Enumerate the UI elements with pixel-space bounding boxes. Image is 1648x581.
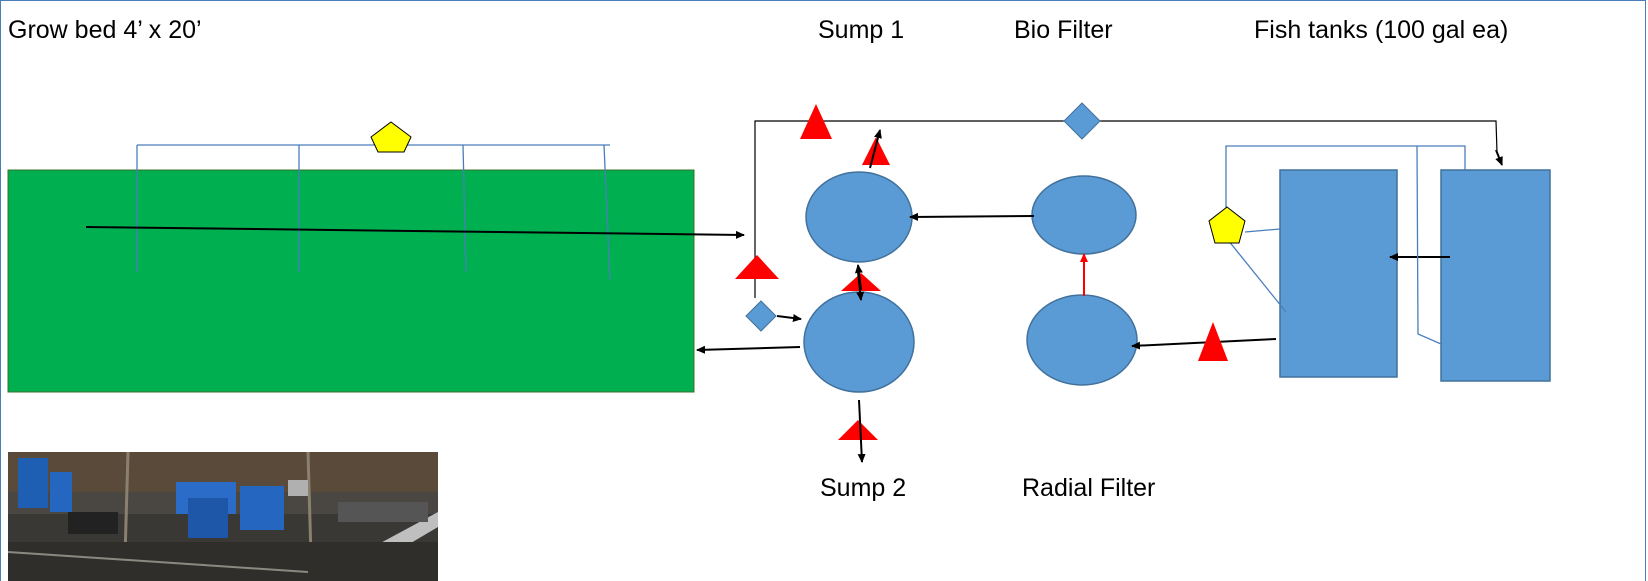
sump2-label: Sump 2 xyxy=(820,474,907,502)
sump1-vent-arrow xyxy=(869,129,882,169)
sump2-drain-arrow xyxy=(857,399,866,463)
valve-to-sump2-arrow xyxy=(776,314,802,322)
red-triangle-marker-icon xyxy=(800,104,832,139)
fish-tanks-label: Fish tanks (100 gal ea) xyxy=(1254,16,1509,44)
bio-filter xyxy=(1031,175,1137,255)
greenhouse-photo xyxy=(8,452,438,581)
blue-diamond-valve-icon xyxy=(1063,102,1101,140)
return-pipe xyxy=(754,120,1498,298)
sump2 xyxy=(803,291,915,393)
grow-bed-drain-arrow xyxy=(85,226,745,239)
fish-tank-1 xyxy=(1279,169,1398,378)
return-pipe-arrow xyxy=(1495,149,1503,166)
radial-filter-label: Radial Filter xyxy=(1022,474,1156,502)
bio-to-sump1-arrow xyxy=(909,212,1035,221)
red-triangle-marker-icon xyxy=(735,255,779,279)
red-triangle-marker-icon xyxy=(1198,322,1228,361)
fish-tank-2 xyxy=(1440,169,1551,382)
bio-filter-label: Bio Filter xyxy=(1014,16,1113,44)
fish-tank-supply-lines xyxy=(1225,145,1466,345)
grow-bed-label: Grow bed 4’ x 20’ xyxy=(8,16,202,44)
radial-filter xyxy=(1026,294,1138,386)
grow-bed xyxy=(7,169,695,393)
red-triangle-marker-icon xyxy=(838,420,878,440)
sump-link-arrow-down xyxy=(856,271,865,301)
blue-diamond-valve-icon xyxy=(745,300,777,332)
sump1 xyxy=(805,171,913,263)
yellow-pentagon-marker-icon xyxy=(1208,206,1246,244)
sump2-to-grow-bed-arrow xyxy=(696,345,801,354)
sump1-label: Sump 1 xyxy=(818,16,905,44)
yellow-pentagon-marker-icon xyxy=(370,121,412,153)
grow-bed-manifold xyxy=(136,144,611,281)
tank-to-radial-arrow xyxy=(1131,338,1277,350)
red-triangle-marker-icon xyxy=(862,137,890,165)
